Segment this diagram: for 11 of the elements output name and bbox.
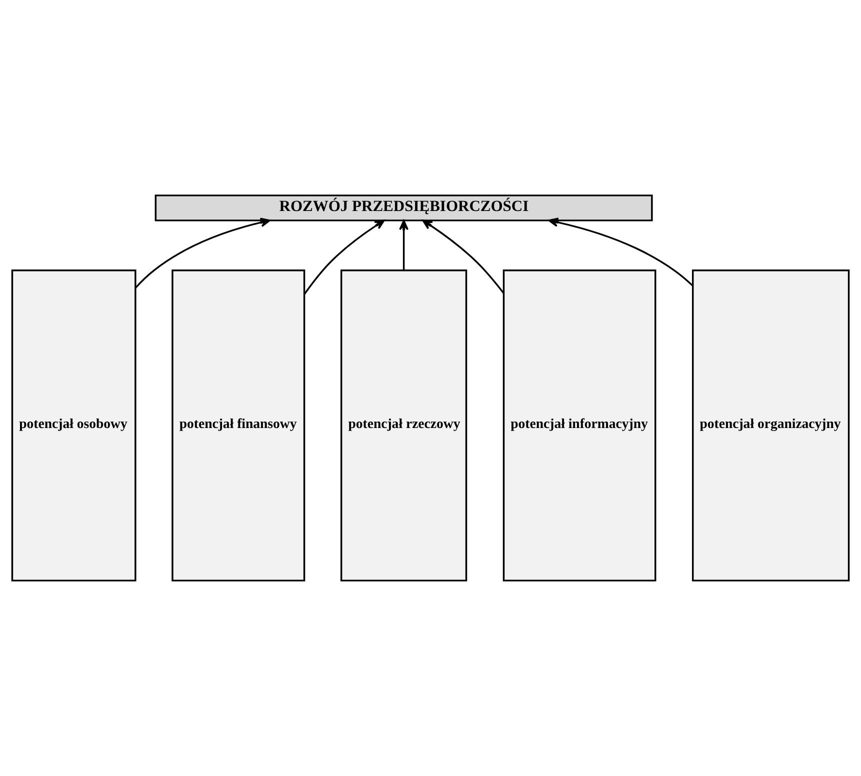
node-box: potencjał informacyjny — [502, 270, 656, 582]
node-box: potencjał organizacyjny — [692, 270, 850, 582]
arrow — [548, 218, 694, 286]
arrow — [304, 220, 385, 295]
node-box: potencjał osobowy — [11, 270, 136, 582]
node-box: ROZWÓJ PRZEDSIĘBIORCZOŚCI — [154, 194, 653, 222]
arrow — [399, 220, 409, 270]
arrow — [422, 220, 504, 294]
node-box: potencjał rzeczowy — [340, 270, 468, 582]
arrow — [134, 218, 270, 289]
node-box: potencjał finansowy — [172, 270, 306, 582]
